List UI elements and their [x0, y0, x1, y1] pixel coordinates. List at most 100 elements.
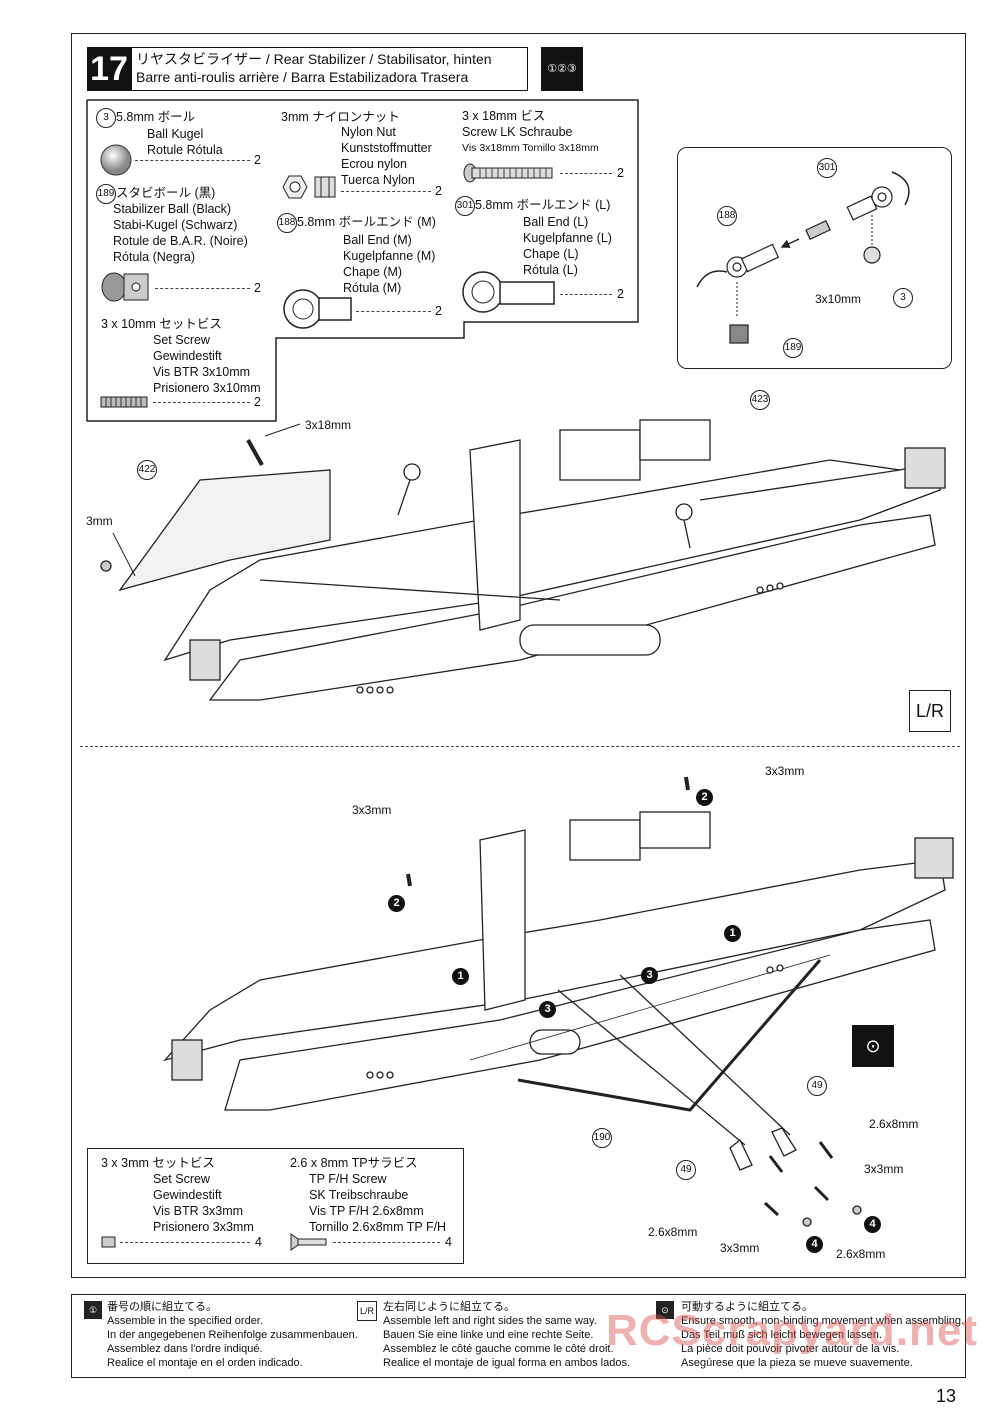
page-number: 13 [936, 1386, 957, 1406]
nylon-nut-title: 3mm ナイロンナット [281, 110, 400, 124]
step-title-line1: リヤスタビライザー / Rear Stabilizer / Stabilisat… [136, 51, 492, 67]
nylon-nut-icon [282, 175, 336, 199]
footer-order-en: Assemble in the specified order. [107, 1315, 263, 1327]
detail-box [677, 147, 952, 369]
footer-order-es: Realice el montaje en el orden indicado. [107, 1357, 303, 1369]
pivot-icon: ⊙ [852, 1025, 894, 1067]
footer-lr-fr: Assemblez le côté gauche comme le côté d… [383, 1343, 614, 1355]
footer-order-ja: 番号の順に組立てる。 [107, 1301, 217, 1313]
tpscrew-qty-line [333, 1242, 440, 1243]
screw-qty-line [560, 173, 612, 174]
detail-num-188: 188 [717, 206, 737, 226]
upper-screw-label: 3x18mm [305, 418, 352, 432]
lower-label-2.6x8-bottom: 2.6x8mm [836, 1247, 886, 1261]
set-screw-title: 3 x 10mm セットビス [101, 317, 222, 331]
detail-illustration [696, 171, 910, 344]
set-screw-de: Gewindestift [153, 349, 222, 363]
detail-num-3: 3 [893, 288, 913, 308]
step-number: 17 [87, 47, 131, 91]
footer-lr-es: Realice el montaje de igual forma en amb… [383, 1357, 631, 1369]
lower-label-3x3-bottom: 3x3mm [720, 1241, 760, 1255]
screw-qty: 2 [617, 166, 624, 180]
stabi-ball-fr: Rotule de B.A.R. (Noire) [113, 234, 248, 248]
tpscrew-de: SK Treibschraube [309, 1188, 409, 1202]
footer-pivot-de: Das Teil muß sich leicht bewegen lassen. [681, 1329, 882, 1341]
detail-num-189: 189 [783, 338, 803, 358]
screw-title: 3 x 18mm ビス [462, 109, 546, 123]
step-badge-1a: 1 [452, 968, 469, 985]
ball-end-m-fr: Chape (M) [343, 265, 403, 279]
stabi-ball-es: Rótula (Negra) [113, 250, 195, 264]
lr-legend-icon: L/R [357, 1301, 377, 1321]
step-badge-2b: 2 [696, 789, 713, 806]
setscrew3x3-qty-line [120, 1242, 250, 1243]
set-screw-es: Prisionero 3x10mm [153, 381, 261, 395]
lower-label-3x3-top: 3x3mm [765, 764, 805, 778]
setscrew3x3-title: 3 x 3mm セットビス [101, 1156, 215, 1170]
upper-num-422: 422 [137, 460, 157, 480]
nylon-nut-en: Nylon Nut [341, 125, 396, 139]
ball-title: 5.8mm ボール [116, 110, 196, 124]
stabi-ball-en: Stabilizer Ball (Black) [113, 202, 232, 216]
part-num-189: 189 [96, 184, 116, 204]
footer-order-fr: Assemblez dans l'ordre indiqué. [107, 1343, 263, 1355]
stabi-ball-qty: 2 [254, 281, 261, 295]
ball-end-l-qty: 2 [617, 287, 624, 301]
step-frame [71, 33, 966, 1278]
lr-icon: L/R [909, 690, 951, 732]
set-screw-icon [100, 396, 148, 408]
lower-num-49a: 49 [807, 1076, 827, 1096]
footer-col-lr: 左右同じように組立てる。 Assemble left and right sid… [383, 1300, 630, 1370]
step-badge-3a: 3 [539, 1001, 556, 1018]
ball-qty-line [135, 160, 250, 161]
ball-end-l-es: Rótula (L) [523, 263, 578, 277]
footer-pivot-en: Ensure smooth, non-binding movement when… [681, 1315, 965, 1327]
footer-order-de: In der angegebenen Reihenfolge zusammenb… [107, 1329, 358, 1341]
set-screw-en: Set Screw [153, 333, 210, 347]
footer-legend [71, 1294, 966, 1378]
tpscrew-qty: 4 [445, 1235, 452, 1249]
lower-label-3x3-left: 3x3mm [352, 803, 392, 817]
tpscrew-icon [290, 1233, 327, 1251]
step-title-line2: Barre anti-roulis arrière / Barra Estabi… [136, 69, 469, 85]
setscrew3x3-fr: Vis BTR 3x3mm [153, 1204, 244, 1218]
footer-col-pivot: 可動するように組立てる。 Ensure smooth, non-binding … [681, 1300, 964, 1370]
ball-end-l-de: Kugelpfanne (L) [523, 231, 612, 245]
footer-lr-de: Bauen Sie eine linke und eine rechte Sei… [383, 1329, 594, 1341]
step-badge-2a: 2 [388, 895, 405, 912]
step-badge-1b: 1 [724, 925, 741, 942]
watermark: RCScrapyard.net [606, 1306, 979, 1355]
lower-label-3x3-right: 3x3mm [864, 1162, 904, 1176]
ball-end-l-fr: Chape (L) [523, 247, 579, 261]
part-num-3: 3 [96, 108, 116, 128]
footer-lr-en: Assemble left and right sides the same w… [383, 1315, 597, 1327]
tpscrew-en: TP F/H Screw [309, 1172, 387, 1186]
nylon-nut-es: Tuerca Nylon [341, 173, 415, 187]
tpscrew-fr: Vis TP F/H 2.6x8mm [309, 1204, 424, 1218]
nylon-nut-fr: Ecrou nylon [341, 157, 408, 171]
footer-pivot-fr: La pièce doit pouvoir pivoter autour de … [681, 1343, 900, 1355]
lower-num-190: 190 [592, 1128, 612, 1148]
part-num-188: 188 [277, 213, 297, 233]
setscrew3x3-de: Gewindestift [153, 1188, 222, 1202]
ball-name-en: Ball Kugel [147, 127, 204, 141]
nylon-nut-qty-line [341, 191, 431, 192]
ball-end-l-en: Ball End (L) [523, 215, 589, 229]
order-legend-icon: ① [84, 1301, 102, 1319]
ball-end-l-qty-line [560, 294, 612, 295]
lower-chassis-illustration [163, 776, 954, 1227]
upper-nut-label: 3mm [86, 514, 113, 528]
tpscrew-es: Tornillo 2.6x8mm TP F/H [309, 1220, 447, 1234]
footer-pivot-ja: 可動するように組立てる。 [681, 1301, 813, 1313]
step-badge-4a: 4 [864, 1216, 881, 1233]
detail-num-301: 301 [817, 158, 837, 178]
ball-end-m-de: Kugelpfanne (M) [343, 249, 436, 263]
tpscrew-title: 2.6 x 8mm TPサラビス [290, 1156, 418, 1170]
setscrew3x3-es: Prisionero 3x3mm [153, 1220, 254, 1234]
order-icon: ①②③ [541, 47, 583, 91]
section-divider [80, 746, 960, 747]
stabi-ball-title: スタビボール (黒) [116, 186, 216, 200]
ball-end-m-icon [283, 289, 352, 329]
stabi-ball-de: Stabi-Kugel (Schwarz) [113, 218, 238, 232]
setscrew3x3-qty: 4 [255, 1235, 262, 1249]
